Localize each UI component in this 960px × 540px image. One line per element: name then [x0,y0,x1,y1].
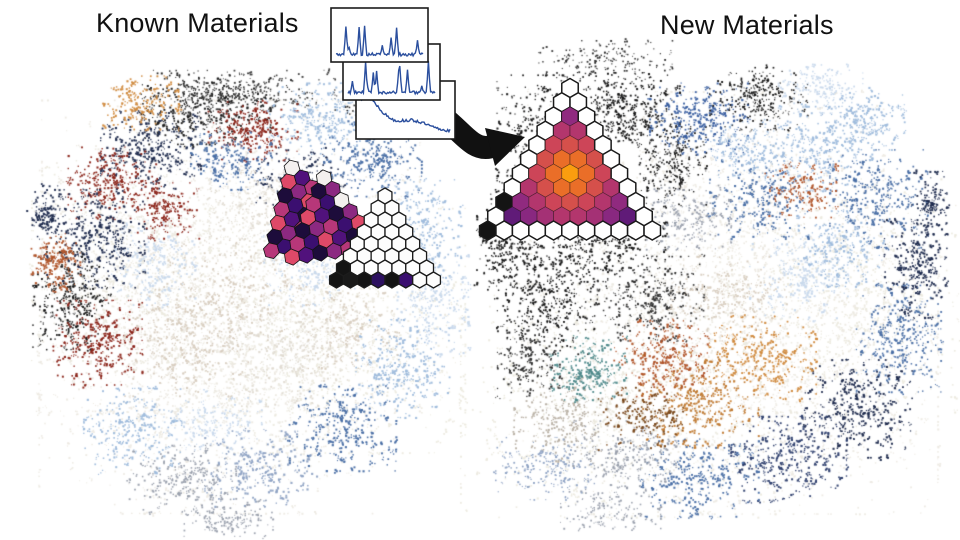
hex-cell [511,220,530,241]
hex-cell [398,271,414,289]
hex-cell [610,220,629,241]
hex-cell [412,271,428,289]
spectrum-curve [360,96,451,134]
hex-cell [561,220,579,241]
arrow-head-icon [485,128,525,166]
hex-cell [478,220,497,241]
hex-cell [626,220,645,241]
known-hexmap-front [328,187,442,289]
hex-cell [370,271,386,289]
hex-cell [425,271,442,289]
spectra-thumbnails [330,7,456,140]
hex-cell [356,271,372,289]
known-materials-title: Known Materials [96,8,299,38]
spectrum-curve [335,25,424,58]
spectrum-curve [347,61,436,96]
hex-cell [528,220,547,241]
new-materials-title: New Materials [660,10,834,40]
hex-cell [577,220,596,241]
hex-cell [643,220,662,241]
hex-cell [384,271,400,289]
hex-cell [593,220,612,241]
new-hexmap [478,77,662,241]
hex-cell [544,220,563,241]
hex-cell [328,271,345,289]
hex-cell [495,220,514,241]
hex-cell [342,271,358,289]
